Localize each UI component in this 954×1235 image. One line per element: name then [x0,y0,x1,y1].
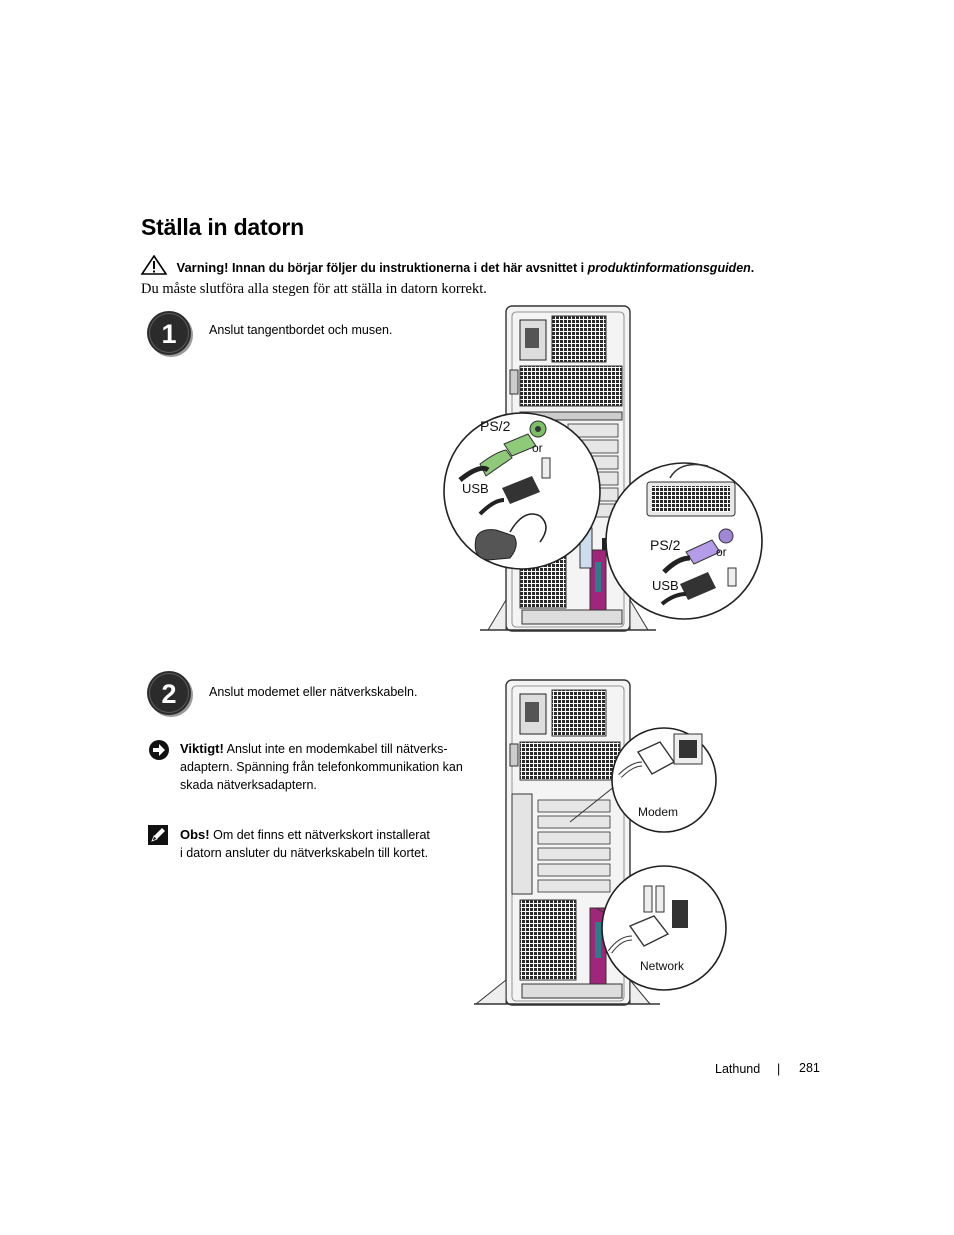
step-1-text: Anslut tangentbordet och musen. [209,323,393,337]
step-2-number: 2 [161,679,176,709]
footer-separator: | [777,1062,781,1076]
note-label: Obs! [180,827,210,842]
or-label-keyboard: or [716,545,727,559]
important-label: Viktigt! [180,741,224,756]
modem-label: Modem [638,805,678,819]
footer-section: Lathund [715,1062,761,1076]
or-label-mouse: or [532,441,543,455]
warning-text: Innan du börjar följer du instruktionern… [231,261,585,275]
note-notice: Obs! Om det finns ett nätverkskort insta… [180,827,430,860]
important-notice: Viktigt! Anslut inte en modemkabel till … [180,741,463,792]
step-2-text: Anslut modemet eller nätverkskabeln. [209,685,418,699]
ps2-label-mouse: PS/2 [480,418,511,434]
page-number: 281 [799,1061,820,1075]
usb-label-keyboard: USB [652,578,679,593]
step-2-badge: 2 [146,670,194,718]
modem-network-illustration: Modem Network [474,679,727,1006]
warning-label: Varning! [176,260,229,275]
intro-text: Du måste slutföra alla stegen för att st… [141,281,487,297]
warning-notice: Varning! Innan du börjar följer du instr… [140,254,754,278]
step-1-badge: 1 [146,310,194,358]
page-title: Ställa in datorn [141,214,304,240]
warning-guide-name: produktinformationsguiden [587,261,751,275]
warning-triangle-icon [140,254,168,278]
ps2-label-keyboard: PS/2 [650,537,681,553]
important-arrow-icon [148,739,170,766]
usb-label-mouse: USB [462,481,489,496]
keyboard-mouse-illustration: PS/2 or USB PS/2 or USB [443,305,763,632]
step-1-number: 1 [161,319,176,349]
network-label: Network [640,959,685,973]
note-pencil-icon [147,824,169,851]
